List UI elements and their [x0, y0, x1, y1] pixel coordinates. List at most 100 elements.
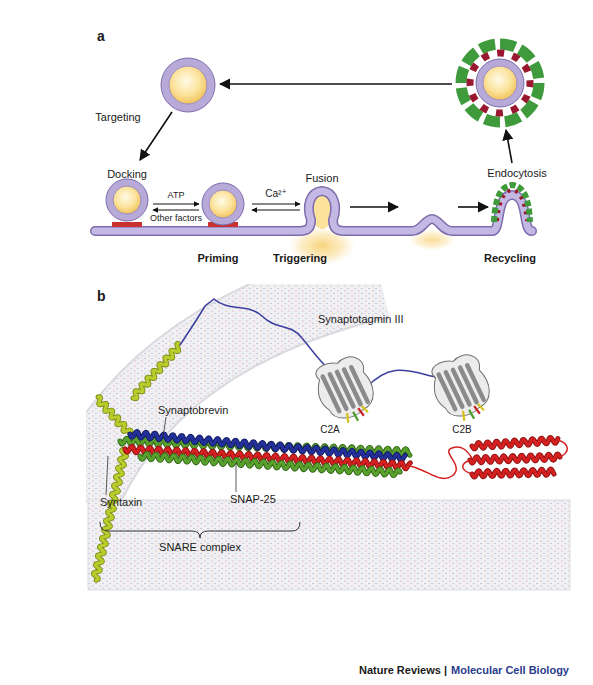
coated-vesicle	[461, 44, 539, 122]
equilibrium-arrow	[252, 209, 300, 210]
protein-label: Synaptotagmin III	[318, 313, 404, 326]
habc-helix	[472, 469, 554, 477]
stage-label: Endocytosis	[487, 167, 546, 180]
leader-line	[106, 417, 236, 495]
c2-domain	[427, 351, 497, 428]
transmembrane-helix	[133, 343, 179, 398]
binding-site	[469, 409, 474, 419]
domain-label: C2B	[452, 424, 471, 436]
transmembrane-helix	[98, 397, 131, 434]
habc-helix	[470, 454, 560, 463]
cofactor-label: Other factors	[150, 213, 202, 223]
equilibrium-arrow	[252, 203, 300, 204]
c2-domain	[311, 353, 380, 425]
plasma-membrane	[95, 191, 532, 231]
cycle-arrow	[140, 84, 512, 207]
binding-site	[362, 405, 368, 414]
pit-coat	[494, 185, 530, 222]
complex-bracket	[100, 522, 300, 538]
docking-pads	[112, 222, 142, 227]
protein-label: Synaptobrevin	[158, 404, 228, 417]
snap25-helix	[140, 453, 400, 475]
leader-line	[236, 463, 237, 492]
binding-site	[353, 411, 358, 421]
complex-bracket	[100, 522, 300, 538]
step-label: Triggering	[273, 252, 327, 265]
coated-vesicle	[476, 59, 524, 107]
panel-letter: a	[97, 28, 105, 44]
snap25-helix	[140, 453, 400, 475]
step-label: Recycling	[484, 252, 536, 265]
transmembrane-helix	[98, 397, 131, 434]
transmembrane-helix	[98, 397, 131, 434]
transmembrane-helix	[93, 449, 126, 580]
transmembrane-helix	[93, 449, 126, 580]
step-label: Priming	[198, 252, 239, 265]
coated-vesicle	[470, 53, 530, 113]
domain-label: C2A	[320, 424, 339, 436]
habc-helix	[470, 454, 560, 463]
journal-credit: Nature Reviews |	[359, 664, 447, 677]
protein-structure	[93, 299, 567, 580]
c2-domain	[311, 353, 381, 430]
beta-strand	[351, 366, 367, 404]
habc-helix	[472, 438, 558, 449]
leader-line	[163, 417, 166, 437]
equilibrium-arrow	[153, 203, 199, 204]
transmembrane-helix	[93, 449, 126, 580]
snap25-helix	[140, 453, 400, 475]
habc-helix	[470, 454, 560, 463]
protein-label: SNAP-25	[230, 493, 276, 506]
cofactor-label: ATP	[168, 190, 185, 200]
synaptic-vesicle	[202, 183, 244, 225]
synaptic-vesicle	[106, 179, 148, 221]
plasma-membrane	[95, 191, 532, 231]
binding-site	[461, 411, 466, 421]
cycle-arrow	[220, 83, 452, 85]
cycle-arrow	[458, 206, 488, 208]
synaptic-vesicle	[113, 186, 141, 214]
binding-site	[345, 413, 350, 423]
transmembrane-helix	[133, 343, 179, 398]
habc-helix	[472, 438, 558, 449]
stage-label: Docking	[107, 168, 147, 181]
linker-loop	[558, 440, 567, 457]
linker-loop	[180, 299, 330, 370]
journal-credit: Molecular Cell Biology	[451, 664, 569, 677]
complex-label: SNARE complex	[159, 541, 241, 554]
ion-label: Ca²⁺	[265, 188, 286, 200]
synaptic-vesicle	[209, 190, 237, 218]
coated-vesicle	[483, 66, 517, 100]
plasma-membrane	[95, 191, 532, 231]
leader-line	[106, 456, 108, 495]
beta-strand	[467, 364, 483, 402]
panel-letter: b	[97, 288, 106, 304]
habc-helix	[472, 438, 558, 449]
protein-label: Syntaxin	[100, 496, 142, 509]
linker-loop	[366, 370, 440, 388]
coated-vesicle	[461, 44, 539, 122]
habc-helix	[472, 469, 554, 477]
synaptic-vesicle	[169, 66, 207, 104]
equilibrium-arrow	[153, 204, 300, 210]
stage-label: Targeting	[95, 111, 140, 124]
lipid-bilayer	[88, 500, 570, 590]
cycle-arrow	[506, 130, 512, 163]
lipid-bilayer	[86, 284, 570, 590]
binding-site	[478, 403, 484, 412]
cycle-arrow	[140, 112, 172, 160]
c2-domain	[427, 351, 496, 423]
habc-helix	[472, 469, 554, 477]
stage-label: Fusion	[305, 172, 338, 185]
synaptic-vesicle	[106, 58, 244, 225]
pit-coat	[494, 185, 530, 222]
cycle-arrow	[350, 206, 398, 208]
linker-loop	[410, 447, 472, 479]
equilibrium-arrow	[153, 209, 199, 210]
synaptic-vesicle	[161, 58, 215, 112]
transmembrane-helix	[133, 343, 179, 398]
linker-loop	[463, 460, 472, 474]
